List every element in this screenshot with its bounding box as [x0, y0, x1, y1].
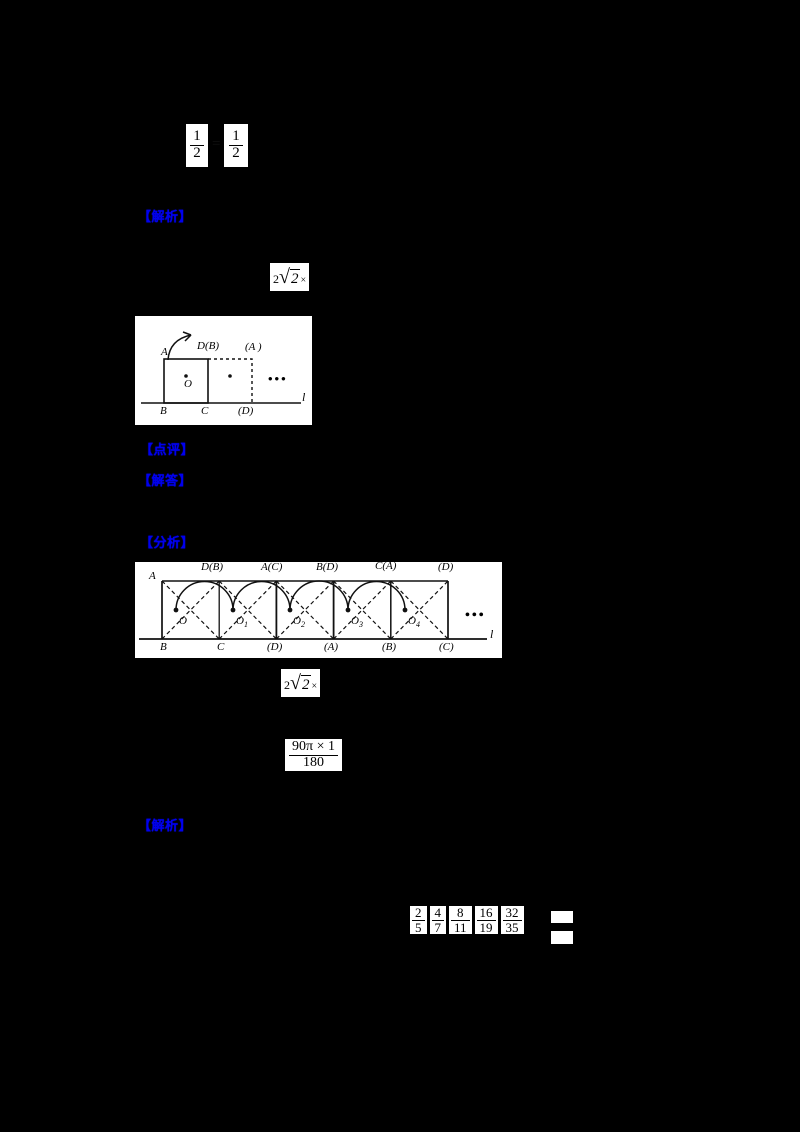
fraction-denominator: 2	[229, 145, 243, 162]
figure1-label-A: A	[161, 346, 168, 358]
figure2-bottom-label-A: (A)	[324, 641, 339, 653]
heading-breakdown: 【分析】	[140, 535, 195, 553]
radical-expression-1: 2√2×	[270, 263, 310, 291]
center-points	[173, 607, 408, 613]
figure-2-canvas	[139, 580, 487, 640]
figure1-label-O: O	[184, 378, 192, 390]
figure-1-canvas	[141, 331, 301, 404]
fraction-numerator: 1	[232, 128, 240, 145]
heading-comment: 【点评】	[140, 442, 195, 460]
heading-analysis-2: 【解析】	[138, 818, 193, 836]
fraction-sequence-row: 2 5 4 7 8 11 16 19 32 35	[410, 905, 527, 935]
sequence-term: 32 35	[500, 905, 524, 935]
rotation-arrow-head	[182, 331, 192, 342]
heading-text: 【解析】	[138, 209, 193, 227]
figure1-label-line-l: l	[302, 390, 306, 404]
figure2-center-label-O4: O4	[408, 615, 420, 630]
center-point-o	[184, 374, 188, 378]
radical-trailing: ×	[300, 274, 307, 286]
figure1-label-D: (D)	[238, 405, 254, 417]
figure2-top-label-CA: C(A)	[375, 560, 397, 572]
figure2-top-label-BD: B(D)	[316, 561, 338, 573]
figure2-label-line-l: l	[490, 627, 494, 641]
arc-length-fraction: 90π × 1 180	[285, 739, 342, 772]
radical-radicand: 2	[300, 674, 312, 693]
figure2-top-label-D: (D)	[438, 561, 454, 573]
square-abcd	[163, 358, 209, 404]
heading-text: 【解答】	[138, 473, 193, 491]
radical-trailing: ×	[311, 680, 318, 692]
figure2-top-label-DB: D(B)	[201, 561, 223, 573]
fraction-numerator: 32	[505, 905, 519, 920]
fraction-denominator: 19	[476, 919, 496, 935]
fraction-numerator: 90π × 1	[292, 739, 335, 754]
figure1-ellipsis: •••	[268, 371, 288, 386]
figure2-bottom-label-C: C	[217, 641, 225, 653]
fraction-numerator: 4	[434, 905, 442, 920]
fraction-denominator: 11	[451, 919, 470, 935]
radical-coefficient: 2	[284, 677, 290, 692]
fraction-numerator: 8	[457, 905, 464, 920]
radical-radicand: 2	[289, 268, 301, 287]
radical-expression-2: 2√2×	[281, 669, 321, 697]
heading-text: 【分析】	[140, 535, 195, 553]
heading-text: 【点评】	[140, 442, 195, 460]
heading-solution: 【解答】	[138, 473, 193, 491]
figure2-bottom-label-B: B	[160, 641, 167, 653]
figure1-label-A2: (A )	[245, 341, 262, 353]
fraction-numerator: 2	[415, 905, 422, 920]
fraction-denominator: 2	[190, 145, 204, 162]
fraction-denominator: 180	[289, 754, 338, 771]
fraction-numerator: 1	[193, 128, 201, 145]
figure1-label-B: B	[160, 405, 167, 417]
sequence-tail-bar-top	[551, 911, 573, 923]
heading-analysis-1: 【解析】	[138, 209, 193, 227]
figure1-label-C: C	[201, 405, 209, 417]
radical-sign: √	[290, 671, 301, 694]
fraction-denominator: 35	[502, 919, 522, 935]
sequence-tail-bar-bottom	[551, 931, 573, 944]
sequence-term: 2 5	[410, 905, 427, 935]
figure2-bottom-label-C2: (C)	[439, 641, 454, 653]
fraction-denominator: 5	[412, 919, 425, 935]
figure2-center-label-O1: O1	[236, 615, 248, 630]
top-expression: 1 2	[186, 124, 208, 167]
fraction-denominator: 7	[431, 919, 444, 935]
center-path-arcs	[175, 580, 406, 611]
center-point-next	[228, 374, 232, 378]
square-rolled-dotted	[208, 358, 253, 403]
heading-text: 【解析】	[138, 818, 193, 836]
sequence-term: 4 7	[429, 905, 446, 935]
figure2-center-label-O2: O2	[293, 615, 305, 630]
radical-coefficient: 2	[273, 271, 279, 286]
rotation-arrow-curve	[167, 334, 192, 361]
top-expression-right: 1 2	[224, 124, 248, 167]
figure2-top-label-A: A	[149, 570, 156, 582]
figure2-bottom-label-D: (D)	[267, 641, 283, 653]
figure2-center-label-O3: O3	[351, 615, 363, 630]
figure1-label-DB: D(B)	[197, 340, 219, 352]
figure2-top-label-AC: A(C)	[261, 561, 283, 573]
fraction-numerator: 16	[479, 905, 493, 920]
radical-sign: √	[279, 265, 290, 288]
figure-rolling-square-first-step: A D(B) (A ) B C (D) O l •••	[135, 316, 312, 425]
figure2-bottom-label-B2: (B)	[382, 641, 397, 653]
figure2-ellipsis: •••	[465, 608, 486, 623]
top-expression-relation: =	[212, 136, 221, 152]
figure2-center-label-O: O	[179, 615, 187, 627]
sequence-term: 16 19	[474, 905, 498, 935]
figure-rolling-square-sequence: A D(B) A(C) B(D) C(A) (D) B C (D) (A) (B…	[135, 560, 502, 658]
sequence-term: 8 11	[449, 905, 472, 935]
